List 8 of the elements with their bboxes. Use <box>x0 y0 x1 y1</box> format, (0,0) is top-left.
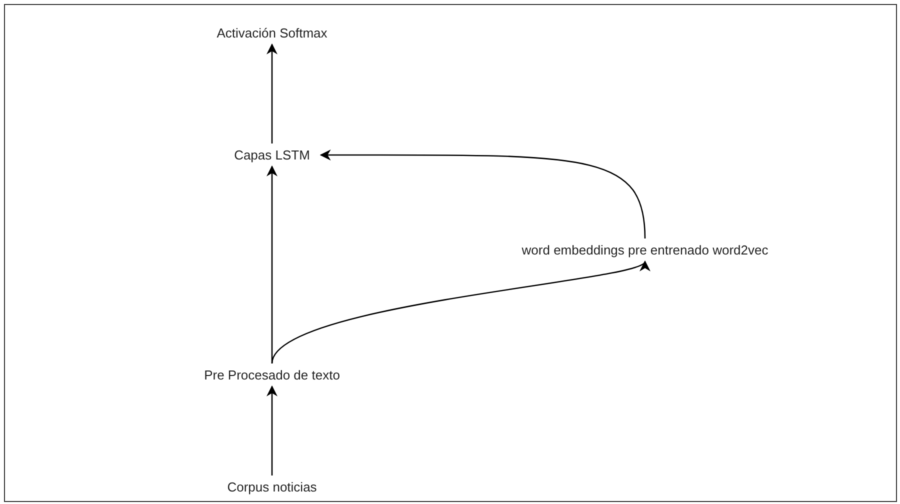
node-label: Capas LSTM <box>231 146 313 164</box>
node-label: word embeddings pre entrenado word2vec <box>518 240 772 260</box>
node-label: Pre Procesado de texto <box>201 366 343 384</box>
node-label: Activación Softmax <box>214 24 330 42</box>
arrow <box>266 385 278 476</box>
arrow <box>320 150 646 239</box>
arrow <box>266 43 278 144</box>
node-label: Corpus noticias <box>224 478 320 496</box>
